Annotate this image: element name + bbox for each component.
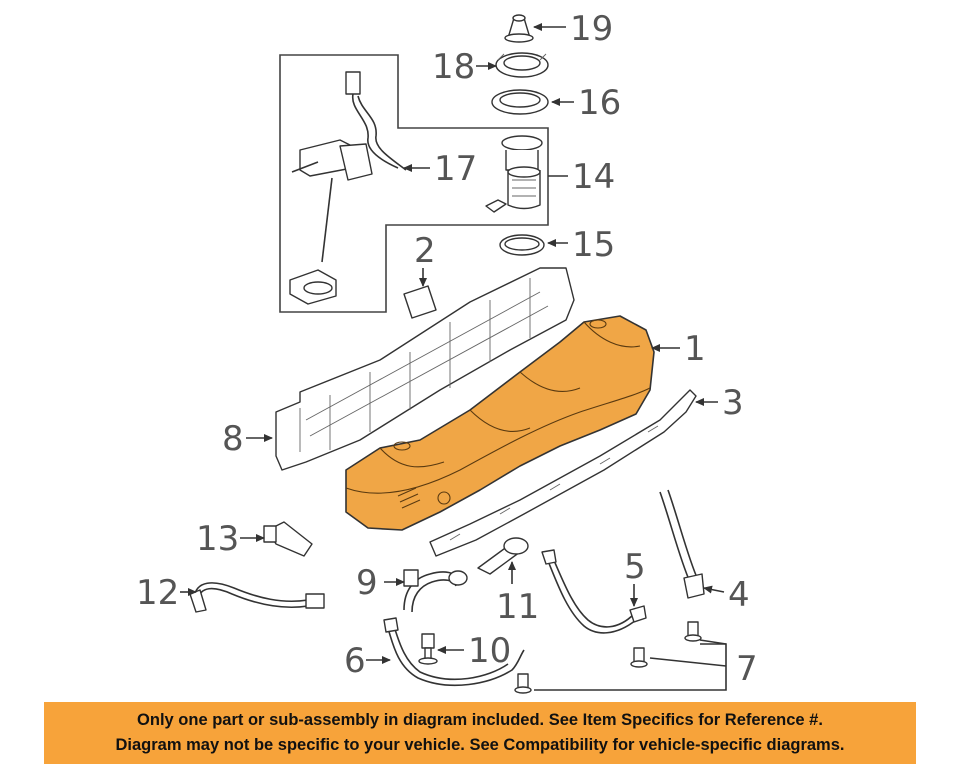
part-8-heat-shield xyxy=(275,267,575,471)
callout-6: 6 xyxy=(344,641,366,681)
part-10-bolt xyxy=(418,633,438,665)
part-7-bolts xyxy=(514,621,702,694)
part-5-strap xyxy=(541,549,647,634)
part-18-lock-ring xyxy=(495,52,549,78)
callout-9: 9 xyxy=(356,563,378,603)
callout-5: 5 xyxy=(624,547,646,587)
sender-module-frame xyxy=(279,54,549,313)
disclaimer-line-1: Only one part or sub-assembly in diagram… xyxy=(137,711,823,729)
part-17-sending-unit xyxy=(289,71,407,305)
callout-15: 15 xyxy=(572,225,615,265)
disclaimer-line-2: Diagram may not be specific to your vehi… xyxy=(115,736,845,754)
callout-8: 8 xyxy=(222,419,244,459)
part-3-strap xyxy=(429,389,697,557)
callout-1: 1 xyxy=(684,329,706,369)
part-19-cap xyxy=(504,14,534,43)
part-15-o-ring xyxy=(499,234,545,256)
callout-13: 13 xyxy=(196,519,239,559)
callout-3: 3 xyxy=(722,383,744,423)
part-2-label xyxy=(403,285,437,319)
part-1-fuel-tank xyxy=(345,315,655,531)
callout-18: 18 xyxy=(432,47,475,87)
callout-16: 16 xyxy=(578,83,621,123)
part-9-filler-pipe xyxy=(403,569,468,613)
part-16-seal xyxy=(491,89,549,115)
callout-2: 2 xyxy=(414,231,436,271)
callout-4: 4 xyxy=(728,575,750,615)
callout-12: 12 xyxy=(136,573,179,613)
part-6-strap xyxy=(383,617,525,687)
callout-19: 19 xyxy=(570,9,613,49)
disclaimer-banner: Only one part or sub-assembly in diagram… xyxy=(44,702,916,764)
part-11-filler-neck xyxy=(477,537,529,575)
callout-17: 17 xyxy=(434,149,477,189)
leader-lines xyxy=(180,23,727,691)
callout-10: 10 xyxy=(468,631,511,671)
part-13-connector xyxy=(263,521,313,557)
part-12-vent-hose xyxy=(189,582,325,613)
parts-diagram: 19 18 16 17 14 15 2 1 3 8 13 12 9 11 5 4… xyxy=(136,9,758,694)
callout-14: 14 xyxy=(572,157,615,197)
callout-7: 7 xyxy=(736,649,758,689)
part-4-rear-strap xyxy=(659,489,705,599)
callout-11: 11 xyxy=(496,587,539,627)
part-14-fuel-pump xyxy=(485,135,543,213)
